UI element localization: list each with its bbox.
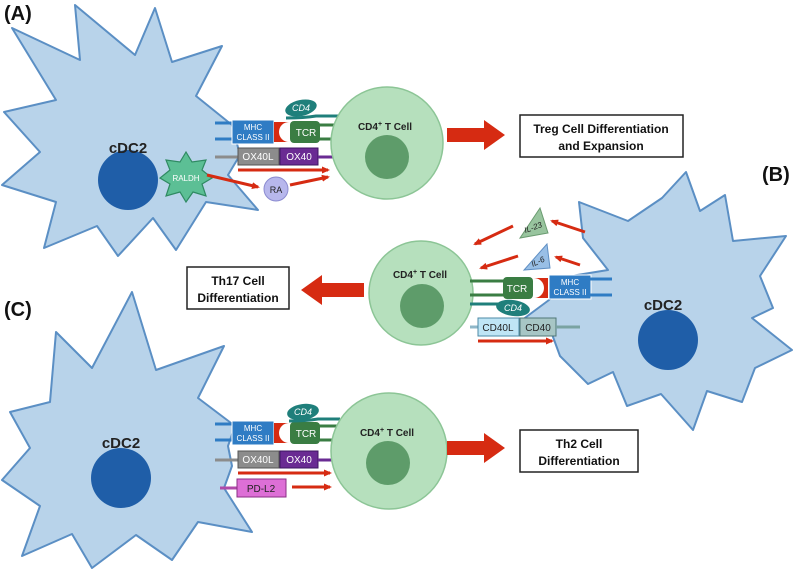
panel-a-label: (A) xyxy=(4,3,32,25)
cd40l-ligand xyxy=(477,317,520,337)
outcome-line1-b: Th17 Cell xyxy=(211,274,264,288)
outcome-arrow-c xyxy=(447,433,505,463)
raldh-burst xyxy=(158,150,214,204)
il6-triangle xyxy=(522,242,551,271)
cd4-stalk-c xyxy=(288,417,340,423)
il23-arrow-out xyxy=(473,224,514,246)
dc-nucleus-b xyxy=(638,310,698,370)
il23-triangle xyxy=(518,206,549,239)
panel-a: (A) cDC2 RALDH RA MHC CLASS II TCR CD4 O… xyxy=(1,3,684,257)
tcr-label-a: TCR xyxy=(296,128,317,139)
pdl2-ligand xyxy=(236,478,287,498)
cd4-receptor-b xyxy=(496,299,530,317)
panel-b-label: (B) xyxy=(762,164,790,186)
ox40l-label-c: OX40L xyxy=(242,455,274,466)
outcome-line2-a: and Expansion xyxy=(558,139,643,153)
mhc-cup-c xyxy=(274,423,289,443)
outcome-line2-c: Differentiation xyxy=(538,454,619,468)
ox40-label-a: OX40 xyxy=(286,152,312,163)
mhc-label-b2: CLASS II xyxy=(554,288,587,297)
mhc-label-b1: MHC xyxy=(561,278,579,287)
cd4-label-c: CD4 xyxy=(294,407,312,417)
il6-arrow-in xyxy=(554,255,581,267)
cd40-label: CD40 xyxy=(525,323,551,334)
ra-molecule xyxy=(263,176,289,202)
outcome-line1-c: Th2 Cell xyxy=(556,437,603,451)
cd4-label-a: CD4 xyxy=(292,103,310,113)
tcell-nucleus-c xyxy=(366,441,410,485)
ox40l-label-a: OX40L xyxy=(242,152,274,163)
mhc-label-c2: CLASS II xyxy=(237,434,270,443)
mhc-receptor-b xyxy=(548,274,592,300)
mhc-cup-b xyxy=(534,278,548,298)
tcell-nucleus-a xyxy=(365,135,409,179)
panel-b: (B) cDC2 IL-23 IL-6 CD4+ T Cell TCR MHC … xyxy=(186,164,793,431)
outcome-line1-a: Treg Cell Differentiation xyxy=(533,122,668,136)
dendritic-cell-c xyxy=(1,291,253,569)
tcr-receptor-a xyxy=(290,121,320,143)
outcome-box-a xyxy=(519,114,684,158)
panel-c-label: (C) xyxy=(4,299,32,321)
panel-c: (C) cDC2 MHC CLASS II TCR CD4 OX40L OX40… xyxy=(1,291,639,569)
mhc-label-a1: MHC xyxy=(244,123,262,132)
tcell-label-c: CD4+ T Cell xyxy=(360,427,414,439)
dc-nucleus-c xyxy=(91,448,151,508)
cd40l-label: CD40L xyxy=(482,323,514,334)
cd4-stalk-a xyxy=(285,114,340,120)
il6-arrow-out xyxy=(479,254,519,270)
mhc-label-c1: MHC xyxy=(244,424,262,433)
mhc-label-a2: CLASS II xyxy=(237,133,270,142)
outcome-box-b xyxy=(186,266,290,310)
dc-label-c: cDC2 xyxy=(102,435,140,452)
pdl2-label: PD-L2 xyxy=(247,484,276,495)
dc-label-a: cDC2 xyxy=(109,140,147,157)
outcome-arrow-b xyxy=(301,275,364,305)
tcr-label-c: TCR xyxy=(296,429,317,440)
dc-label-b: cDC2 xyxy=(644,297,682,314)
tcell-label-a: CD4+ T Cell xyxy=(358,121,412,133)
cd4-label-b: CD4 xyxy=(504,303,522,313)
dendritic-cell-b xyxy=(513,171,793,431)
mhc-cup-a xyxy=(274,122,289,142)
ox40l-ligand-c xyxy=(237,450,280,469)
tcr-receptor-b xyxy=(503,277,533,299)
cd4-receptor-c xyxy=(287,403,319,421)
cd4-receptor-a xyxy=(285,99,317,117)
tcell-label-b: CD4+ T Cell xyxy=(393,269,447,281)
outcome-box-c xyxy=(519,429,639,473)
tcr-receptor-c xyxy=(290,422,320,444)
outcome-arrow-a xyxy=(447,120,505,150)
raldh-label: RALDH xyxy=(172,174,199,183)
ra-arrow xyxy=(289,174,330,187)
il23-arrow-in xyxy=(550,219,586,234)
ra-label: RA xyxy=(270,185,283,195)
dendritic-cell-a xyxy=(1,4,259,257)
ox40l-ligand-a xyxy=(237,147,280,166)
ox40-label-c: OX40 xyxy=(286,455,312,466)
tcell-nucleus-b xyxy=(400,284,444,328)
mhc-receptor-c xyxy=(231,420,275,446)
dc-nucleus-a xyxy=(98,150,158,210)
raldh-arrow xyxy=(206,173,260,190)
tcr-label-b: TCR xyxy=(507,284,528,295)
outcome-line2-b: Differentiation xyxy=(197,291,278,305)
